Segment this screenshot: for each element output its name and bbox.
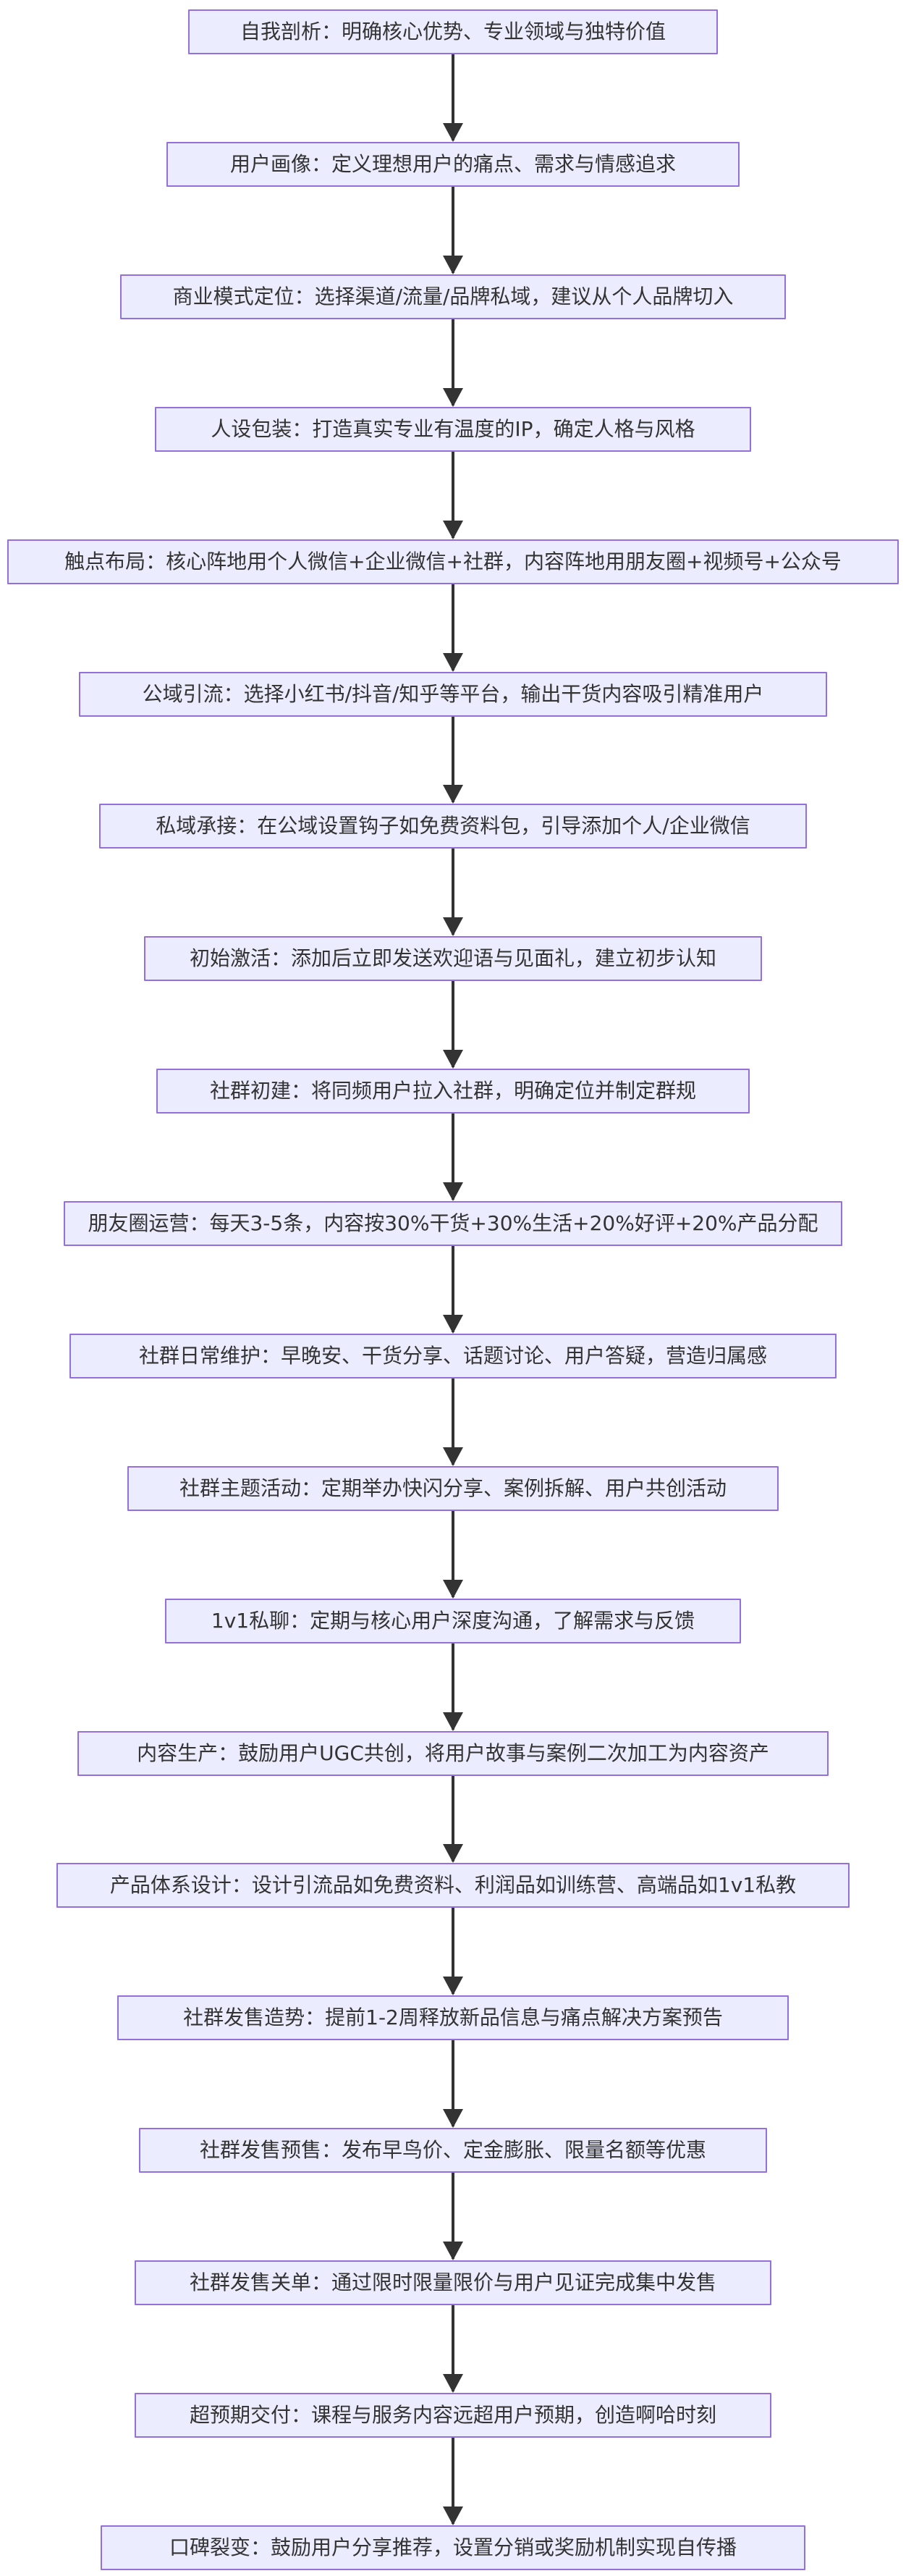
flow-arrow-2 <box>443 187 463 274</box>
flow-arrow-1 <box>443 54 463 142</box>
step-node-15: 产品体系设计：设计引流品如免费资料、利润品如训练营、高端品如1v1私教 <box>56 1863 850 1908</box>
flow-arrow-11 <box>443 1379 463 1466</box>
flow-arrow-19 <box>443 2438 463 2525</box>
step-node-13: 1v1私聊：定期与核心用户深度沟通，了解需求与反馈 <box>165 1599 741 1643</box>
step-node-17: 社群发售预售：发布早鸟价、定金膨胀、限量名额等优惠 <box>139 2128 767 2173</box>
flow-arrow-15 <box>443 1908 463 1995</box>
step-node-18: 社群发售关单：通过限时限量限价与用户见证完成集中发售 <box>135 2260 771 2305</box>
step-node-11: 社群日常维护：早晚安、干货分享、话题讨论、用户答疑，营造归属感 <box>69 1334 837 1379</box>
flow-arrow-14 <box>443 1776 463 1863</box>
flow-arrow-7 <box>443 849 463 936</box>
step-node-1: 自我剖析：明确核心优势、专业领域与独特价值 <box>188 9 718 54</box>
step-node-8: 初始激活：添加后立即发送欢迎语与见面礼，建立初步认知 <box>144 936 762 981</box>
step-node-14: 内容生产：鼓励用户UGC共创，将用户故事与案例二次加工为内容资产 <box>77 1731 829 1776</box>
flow-arrow-16 <box>443 2040 463 2128</box>
step-node-5: 触点布局：核心阵地用个人微信+企业微信+社群，内容阵地用朋友圈+视频号+公众号 <box>7 539 899 584</box>
flow-arrow-10 <box>443 1246 463 1334</box>
step-node-9: 社群初建：将同频用户拉入社群，明确定位并制定群规 <box>156 1069 750 1114</box>
flow-arrow-13 <box>443 1643 463 1731</box>
flow-arrow-4 <box>443 452 463 539</box>
step-node-12: 社群主题活动：定期举办快闪分享、案例拆解、用户共创活动 <box>127 1466 779 1511</box>
flow-arrow-18 <box>443 2305 463 2393</box>
flow-arrow-6 <box>443 717 463 804</box>
step-node-3: 商业模式定位：选择渠道/流量/品牌私域，建议从个人品牌切入 <box>120 274 786 319</box>
step-node-20: 口碑裂变：鼓励用户分享推荐，设置分销或奖励机制实现自传播 <box>101 2525 805 2570</box>
flow-arrow-17 <box>443 2173 463 2260</box>
step-node-16: 社群发售造势：提前1-2周释放新品信息与痛点解决方案预告 <box>117 1995 789 2040</box>
step-node-6: 公域引流：选择小红书/抖音/知乎等平台，输出干货内容吸引精准用户 <box>79 672 827 717</box>
flow-arrow-12 <box>443 1511 463 1599</box>
flow-arrow-5 <box>443 584 463 672</box>
step-node-4: 人设包装：打造真实专业有温度的IP，确定人格与风格 <box>155 407 751 452</box>
flow-arrow-9 <box>443 1114 463 1201</box>
step-node-7: 私域承接：在公域设置钩子如免费资料包，引导添加个人/企业微信 <box>99 804 807 849</box>
step-node-19: 超预期交付：课程与服务内容远超用户预期，创造啊哈时刻 <box>135 2393 771 2438</box>
flow-arrow-8 <box>443 981 463 1069</box>
flow-arrow-3 <box>443 319 463 407</box>
step-node-10: 朋友圈运营：每天3-5条，内容按30%干货+30%生活+20%好评+20%产品分… <box>64 1201 842 1246</box>
step-node-2: 用户画像：定义理想用户的痛点、需求与情感追求 <box>166 142 740 187</box>
